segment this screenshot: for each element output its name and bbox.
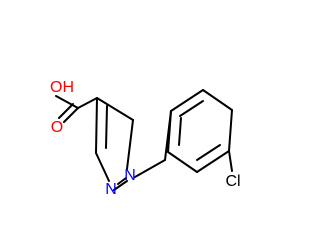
bond-n2-n1-inner <box>113 180 128 191</box>
bond-ar-2 <box>202 89 233 111</box>
bond-c4-c3-inner <box>105 105 108 149</box>
bond-c-o-double-2 <box>58 103 74 119</box>
bond-n1-ch2 <box>134 159 166 178</box>
bond-aryl-cl <box>228 150 233 172</box>
pyrazole-n1-label: N <box>124 167 136 184</box>
chemical-structure-canvas: OH O N N Cl <box>50 79 241 199</box>
bond-c3-n2 <box>95 152 110 182</box>
bond-ar-6 <box>167 110 172 153</box>
bond-ar-double-1 <box>179 100 204 117</box>
pyrazole-n2-label: N <box>105 181 117 198</box>
bond-ar-double-3 <box>178 117 182 146</box>
chlorine-label: Cl <box>225 173 240 190</box>
bond-ar-4 <box>196 150 230 173</box>
bond-ar-double-2 <box>196 144 221 161</box>
hydroxyl-label: OH <box>50 79 74 96</box>
bond-ar-1 <box>170 89 204 112</box>
bond-c-o-double-1 <box>63 107 79 123</box>
molecule-diagram: OH O N N Cl <box>50 79 241 198</box>
carbonyl-oxygen-label: O <box>51 119 63 136</box>
bond-n2-n1 <box>117 177 127 185</box>
bond-c4-c3 <box>95 97 98 154</box>
bond-ar-3 <box>228 109 233 152</box>
bond-c5-n1 <box>126 119 134 170</box>
bond-c4-c5 <box>96 97 134 121</box>
bond-c-ring <box>77 97 98 109</box>
bond-ar-5 <box>167 151 198 173</box>
bond-c-oh <box>55 95 79 109</box>
